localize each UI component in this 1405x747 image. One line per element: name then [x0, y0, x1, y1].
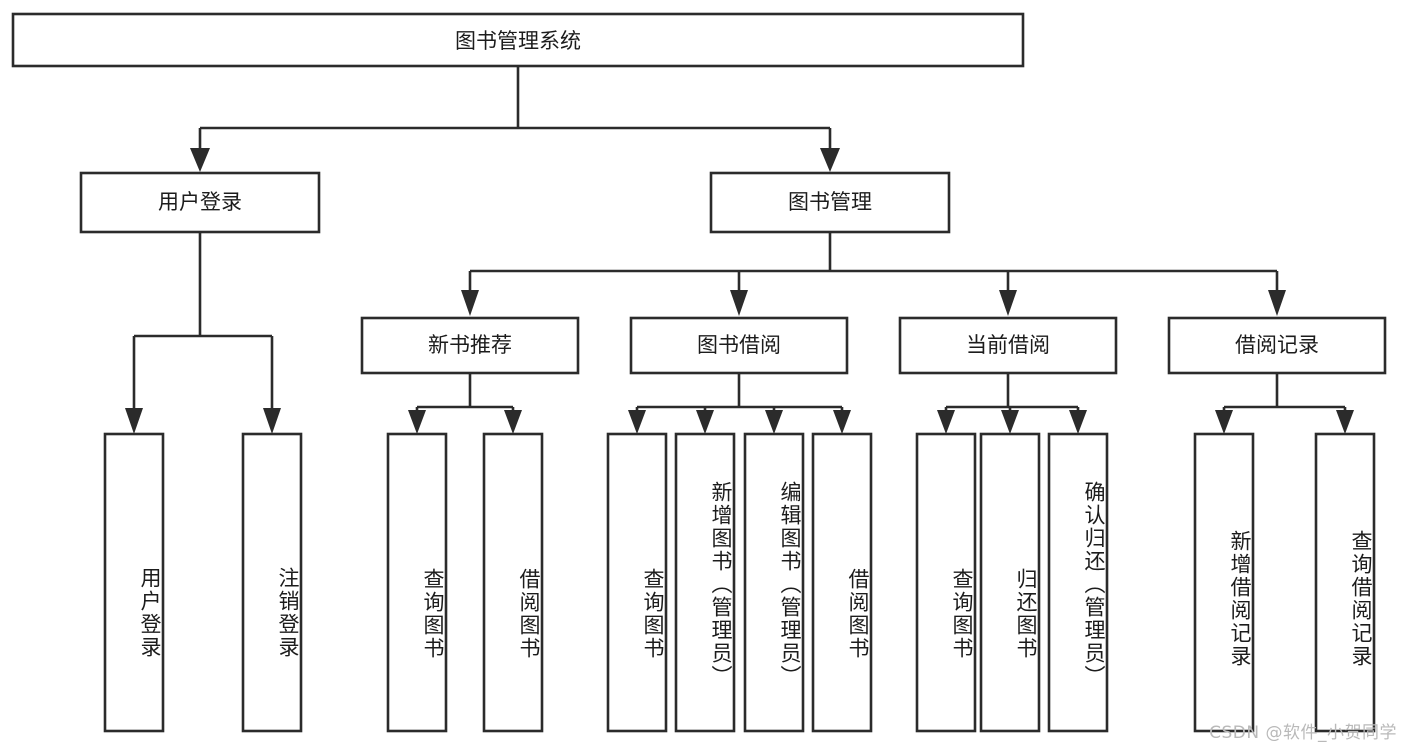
node-root-box[interactable]: [11, 12, 1025, 68]
arrow-head-newbook-1: [408, 410, 426, 434]
arrow-head-bookmgmt-4: [1268, 290, 1286, 316]
node-book-borrow[interactable]: 图书借阅: [629, 316, 849, 375]
arrow-head-currentborrow-3: [1069, 410, 1087, 434]
node-user-login-label: 用户登录: [158, 190, 242, 214]
arrow-head-bookborrow-1: [628, 410, 646, 434]
arrow-head-newbook-2: [504, 410, 522, 434]
arrow-head-root-1: [190, 148, 210, 172]
node-new-book-recommend-label: 新书推荐: [428, 333, 512, 357]
node-current-borrow-box[interactable]: [898, 316, 1118, 375]
node-book-management-box[interactable]: [709, 171, 951, 234]
arrow-head-userlogin-1: [125, 408, 143, 434]
node-book-borrow-label: 图书借阅: [697, 333, 781, 357]
arrow-head-bookborrow-2: [696, 410, 714, 434]
arrow-head-userlogin-2: [263, 408, 281, 434]
arrow-head-bookborrow-4: [833, 410, 851, 434]
node-root[interactable]: 图书管理系统: [11, 12, 1025, 68]
leaf-box-user-login-2[interactable]: [241, 432, 303, 733]
node-root-label: 图书管理系统: [455, 29, 581, 53]
node-book-management-label: 图书管理: [788, 190, 872, 214]
arrow-head-bookmgmt-2: [730, 290, 748, 316]
node-borrow-record-label: 借阅记录: [1235, 333, 1319, 357]
node-book-management[interactable]: 图书管理: [709, 171, 951, 234]
leaf-box-book-borrow-2[interactable]: [674, 432, 736, 733]
node-borrow-record[interactable]: 借阅记录: [1167, 316, 1387, 375]
node-borrow-record-box[interactable]: [1167, 316, 1387, 375]
arrow-head-bookborrow-3: [765, 410, 783, 434]
node-user-login[interactable]: 用户登录: [79, 171, 321, 234]
node-book-borrow-box[interactable]: [629, 316, 849, 375]
leaf-box-new-book-2[interactable]: [482, 432, 544, 733]
watermark-label: CSDN @软件_小贺同学: [1209, 723, 1397, 743]
node-new-book-recommend[interactable]: 新书推荐: [360, 316, 580, 375]
leaf-box-book-borrow-4[interactable]: [811, 432, 873, 733]
node-current-borrow[interactable]: 当前借阅: [898, 316, 1118, 375]
leaf-box-current-borrow-3[interactable]: [1047, 432, 1109, 733]
arrow-head-currentborrow-2: [1001, 410, 1019, 434]
node-new-book-recommend-box[interactable]: [360, 316, 580, 375]
arrow-head-currentborrow-1: [937, 410, 955, 434]
arrow-head-bookmgmt-1: [461, 290, 479, 316]
leaf-box-borrow-record-2[interactable]: [1314, 432, 1376, 733]
leaf-box-book-borrow-1[interactable]: [606, 432, 668, 733]
arrow-head-bookmgmt-3: [999, 290, 1017, 316]
leaf-box-current-borrow-2[interactable]: [979, 432, 1041, 733]
leaf-box-user-login-1[interactable]: [103, 432, 165, 733]
node-current-borrow-label: 当前借阅: [966, 333, 1050, 357]
leaf-box-current-borrow-1[interactable]: [915, 432, 977, 733]
arrow-head-root-2: [820, 148, 840, 172]
leaf-box-book-borrow-3[interactable]: [743, 432, 805, 733]
arrow-head-borrowrecord-2: [1336, 410, 1354, 434]
arrow-head-borrowrecord-1: [1215, 410, 1233, 434]
leaf-box-borrow-record-1[interactable]: [1193, 432, 1255, 733]
leaf-box-new-book-1[interactable]: [386, 432, 448, 733]
